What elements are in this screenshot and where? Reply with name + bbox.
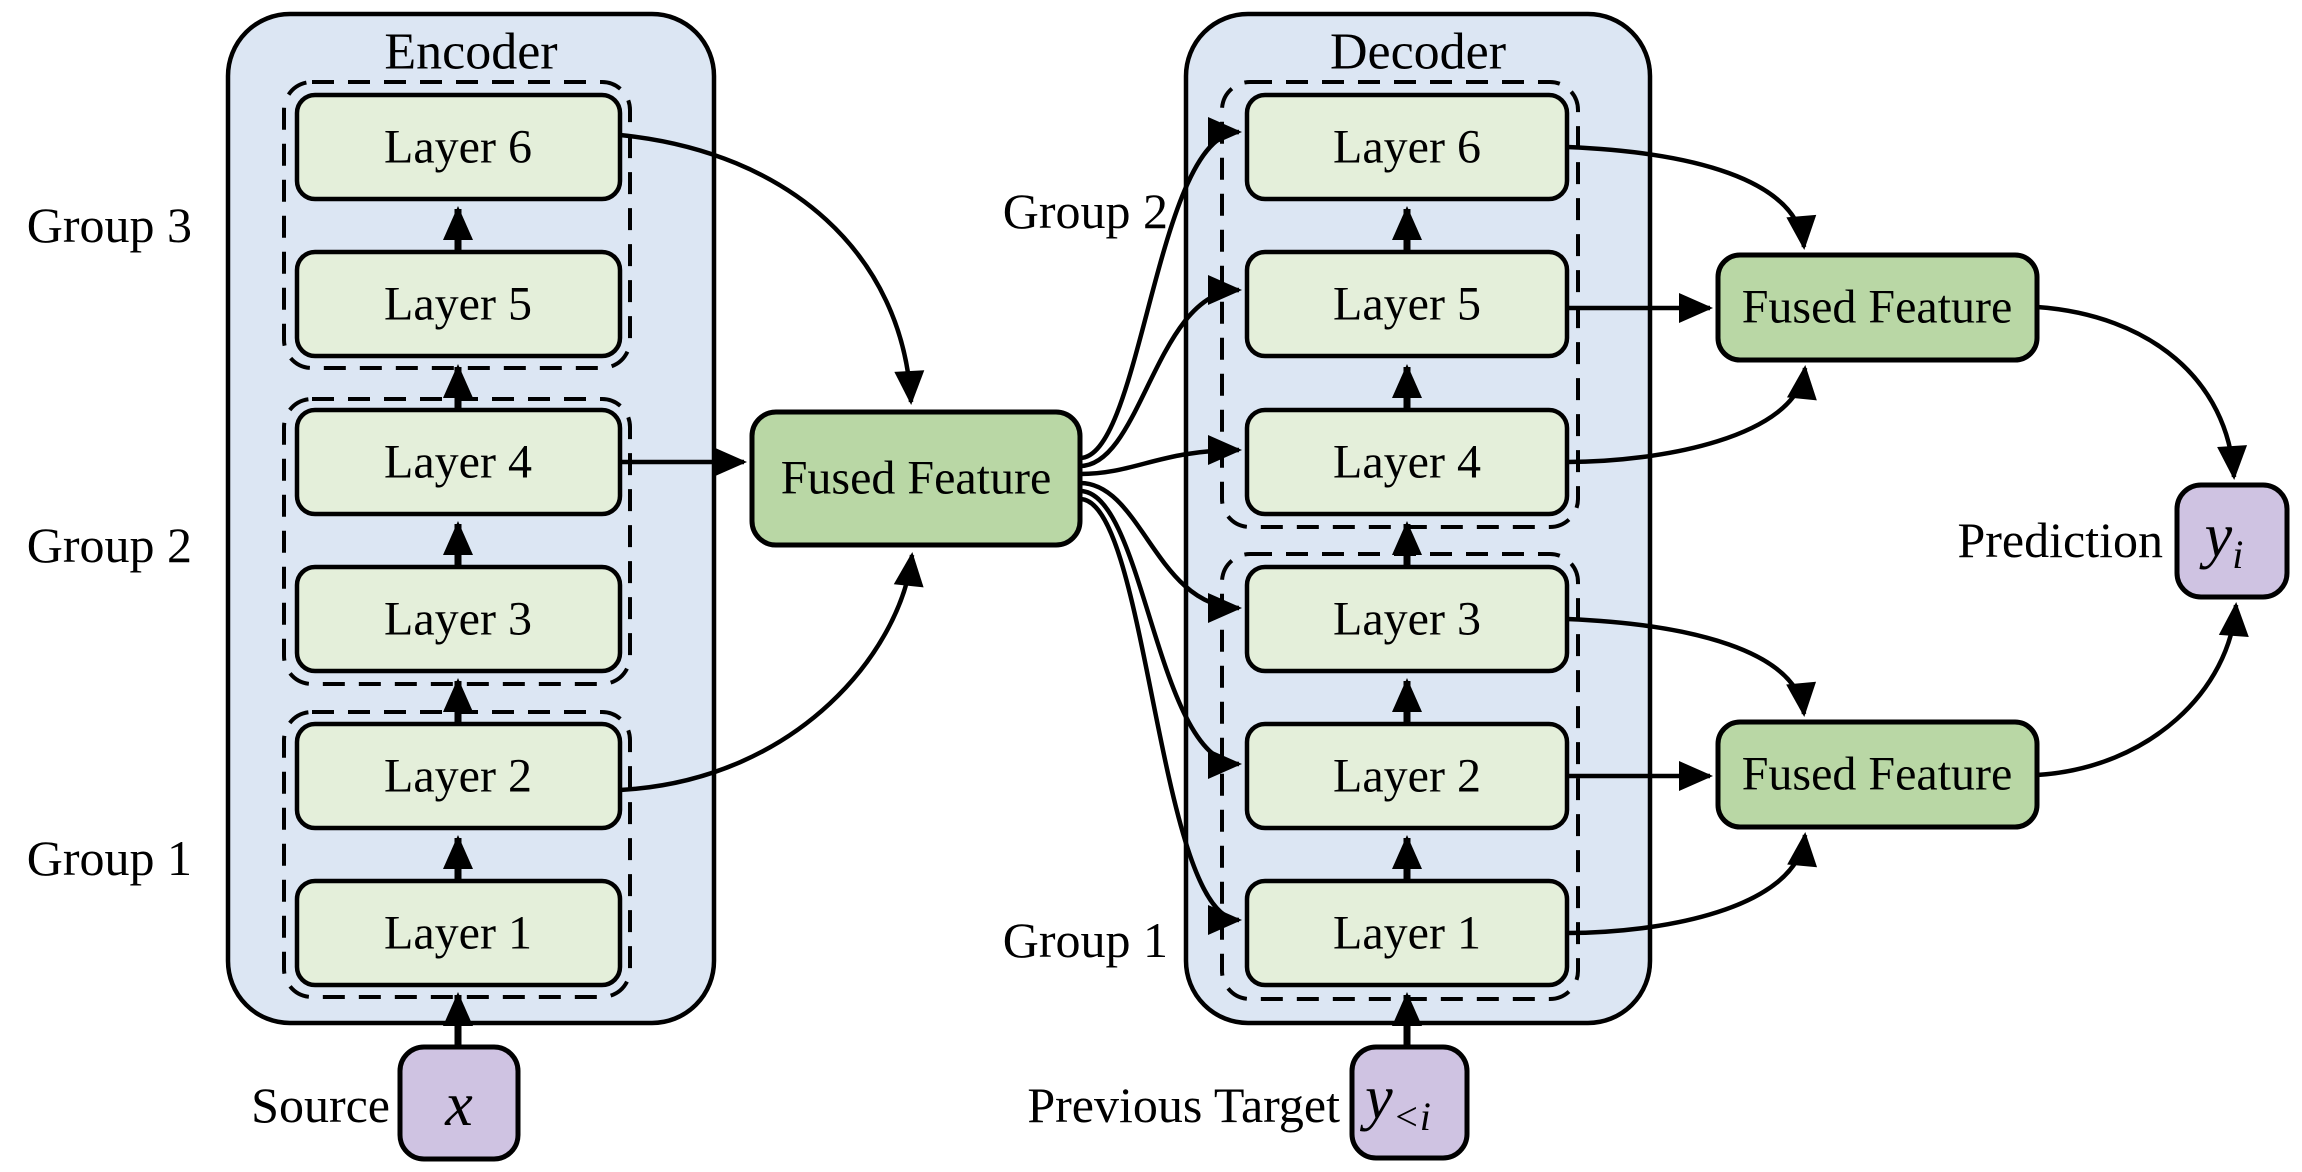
encoder-group1-label: Group 1: [27, 830, 192, 886]
decoder-layer4-label: Layer 4: [1333, 436, 1481, 489]
prediction-label: Prediction: [1957, 512, 2163, 568]
previous-target-label: Previous Target: [1027, 1077, 1340, 1133]
arrow-fused-to-dec-l1: [1079, 496, 1242, 935]
encoder-title: Encoder: [384, 24, 557, 81]
prediction-symbol: yi: [2199, 502, 2244, 577]
decoder-layer5-label: Layer 5: [1333, 278, 1481, 331]
decoder-layer6-label: Layer 6: [1333, 121, 1481, 174]
encoder-layer4-label: Layer 4: [384, 436, 532, 489]
decoder-group1-label: Group 1: [1003, 912, 1168, 968]
encoder-fused-feature-label: Fused Feature: [781, 452, 1052, 505]
decoder-top-fused-feature-label: Fused Feature: [1742, 281, 2013, 334]
decoder-layer3-label: Layer 3: [1333, 593, 1481, 646]
source-symbol: x: [444, 1071, 473, 1139]
arrow-top-fused-to-prediction: [2036, 304, 2248, 480]
arrow-bottom-fused-to-prediction: [2036, 602, 2249, 778]
arrow-enc-l6-to-fused: [619, 132, 925, 405]
arrow-fused-to-dec-l5: [1079, 275, 1242, 469]
arrow-dec-l6-to-top-fused: [1566, 144, 1817, 250]
arrow-dec-l1-to-bottom-fused: [1566, 832, 1817, 936]
decoder-bottom-fused-feature-label: Fused Feature: [1742, 748, 2013, 801]
encoder-layer1-label: Layer 1: [384, 907, 532, 960]
arrow-fused-to-dec-l3: [1079, 480, 1242, 623]
encoder-group3-label: Group 3: [27, 197, 192, 253]
encoder-layer5-label: Layer 5: [384, 278, 532, 331]
arrow-dec-l4-to-top-fused: [1566, 365, 1817, 465]
decoder-title: Decoder: [1330, 24, 1506, 81]
arrow-fused-to-dec-l6: [1079, 117, 1242, 461]
previous-target-box: [1349, 1044, 1470, 1161]
prediction-box: [2174, 482, 2290, 600]
encoder-fused-feature-box: [749, 409, 1083, 548]
arrow-fused-to-dec-l2: [1079, 488, 1242, 779]
encoder-layer6-box: [294, 92, 623, 202]
arrow-dec-l3-to-bottom-fused: [1566, 616, 1816, 717]
decoder-group2-label: Group 2: [1003, 183, 1168, 239]
source-label: Source: [251, 1077, 390, 1133]
encoder-group2-label: Group 2: [27, 517, 192, 573]
arrow-fused-to-dec-l4: [1079, 435, 1242, 477]
arrow-enc-l2-to-fused: [619, 552, 924, 793]
encoder-layer6-label: Layer 6: [384, 121, 532, 174]
decoder-layer2-label: Layer 2: [1333, 750, 1481, 803]
source-box: [397, 1044, 521, 1162]
previous-target-symbol: y<i: [1359, 1064, 1431, 1139]
encoder-group3-box: [282, 80, 632, 370]
encoder-layer3-label: Layer 3: [384, 593, 532, 646]
encoder-layer2-label: Layer 2: [384, 750, 532, 803]
decoder-layer1-label: Layer 1: [1333, 907, 1481, 960]
